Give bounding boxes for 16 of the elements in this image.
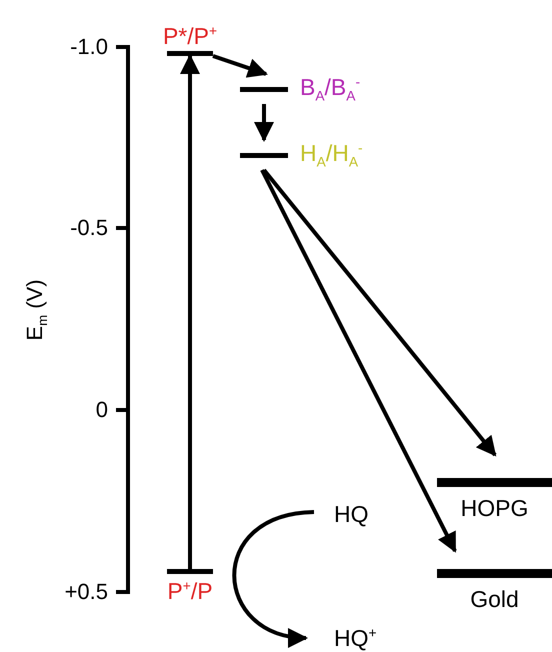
- arrow: [212, 54, 268, 78]
- arrow: [262, 168, 497, 457]
- tick-label: 0: [96, 399, 108, 421]
- arrow: [260, 169, 457, 553]
- arrow: [180, 54, 200, 569]
- level-label: HQ: [334, 500, 368, 528]
- tick-label: -1.0: [70, 36, 108, 58]
- level-label: Gold: [470, 586, 519, 612]
- arrow: [232, 510, 314, 646]
- level-label: HOPG: [460, 495, 528, 522]
- tick-label: -0.5: [70, 217, 108, 239]
- arrow: [254, 104, 274, 142]
- level-label: P$^{+}$/P: [167, 578, 213, 604]
- tick-label: +0.5: [64, 581, 108, 603]
- level-label: HQ$^{+}$: [334, 624, 377, 652]
- level-label: P*/P$^{+}$: [162, 22, 218, 49]
